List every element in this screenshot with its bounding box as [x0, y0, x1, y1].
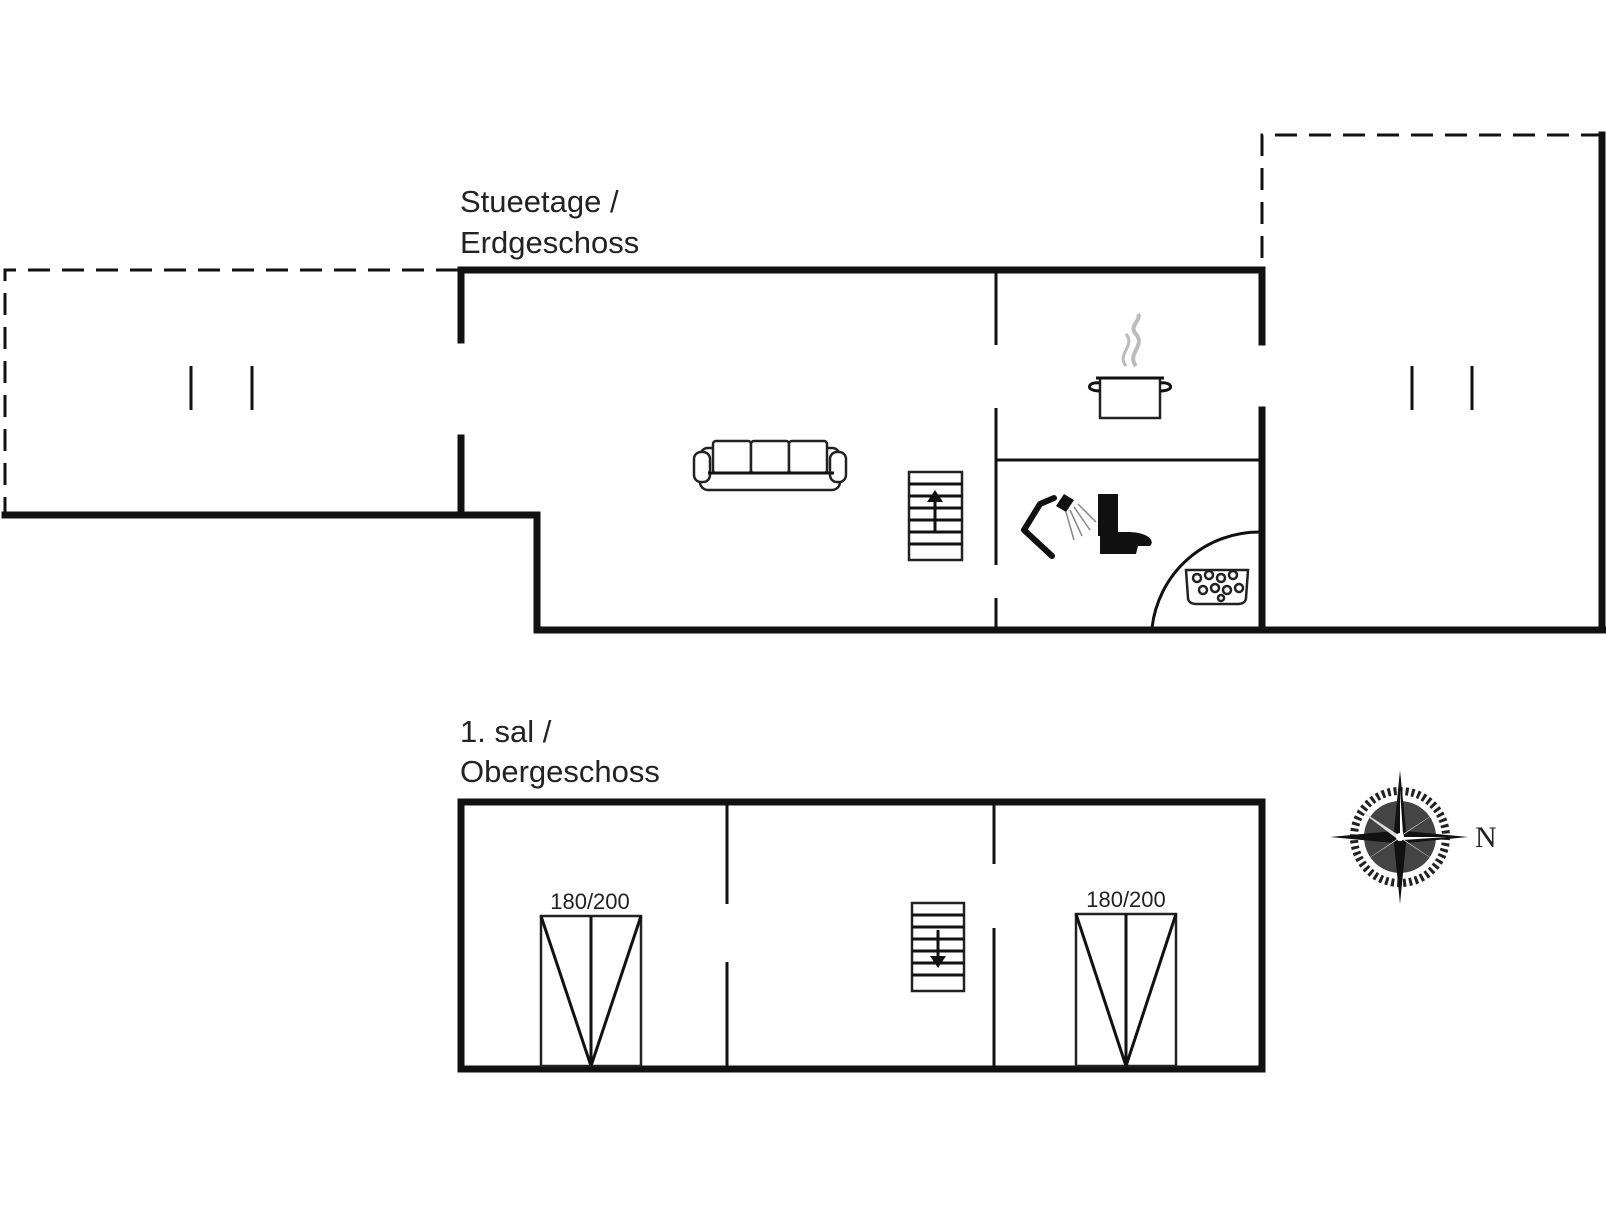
upper-floor-walls	[457, 798, 1266, 1073]
ground-floor-plan: Stueetage / Erdgeschoss	[1, 131, 1606, 634]
bathroom-door-swing	[1150, 530, 1261, 629]
compass-rose-icon: N	[1330, 770, 1497, 904]
upper-floor-label-line1: 1. sal /	[460, 714, 552, 749]
upper-floor-plan: 1. sal / Obergeschoss 180/200 180/200	[457, 714, 1266, 1073]
ground-floor-label-line1: Stueetage /	[460, 184, 619, 219]
hot-tub-icon	[1184, 568, 1250, 606]
shower-icon	[1021, 494, 1097, 559]
bed-right-size-label: 180/200	[1086, 887, 1166, 912]
ground-floor-walls	[1, 131, 1606, 634]
right-terrace	[1260, 133, 1602, 410]
stairs-down-icon	[910, 901, 966, 993]
ground-floor-label-line2: Erdgeschoss	[460, 225, 639, 260]
left-terrace	[3, 268, 458, 515]
stairs-up-icon	[907, 470, 964, 562]
double-bed-icon: 180/200	[1074, 887, 1178, 1068]
sofa-icon	[692, 439, 848, 492]
toilet-icon	[1098, 494, 1152, 554]
bed-left-size-label: 180/200	[550, 889, 630, 914]
compass-north-label: N	[1475, 821, 1497, 854]
upper-floor-label-line2: Obergeschoss	[460, 754, 660, 789]
double-bed-icon: 180/200	[539, 889, 643, 1068]
cooking-pot-icon	[1088, 312, 1172, 420]
ground-floor-interior-walls	[994, 272, 1261, 629]
